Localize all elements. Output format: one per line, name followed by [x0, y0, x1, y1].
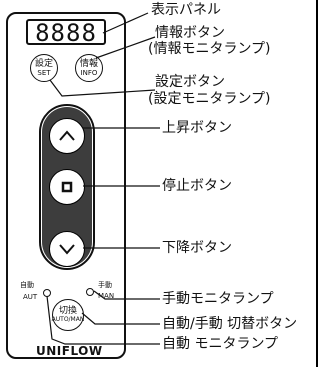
- chevron-up-icon: [59, 130, 75, 141]
- square-icon: [61, 181, 73, 193]
- set-button[interactable]: 設定 SET: [30, 54, 58, 82]
- label-display-panel: 表示パネル: [151, 2, 221, 18]
- info-button-label: 情報: [79, 58, 98, 69]
- manual-lamp-sublabel: MAN: [98, 292, 115, 300]
- display-digits: 8888: [35, 19, 97, 47]
- set-button-sublabel: SET: [37, 68, 51, 77]
- frame-border: [316, 0, 318, 367]
- uniflow-logo: UNIFLOW: [36, 344, 103, 358]
- auto-lamp-label: 自動: [20, 281, 34, 289]
- info-button-sublabel: INFO: [80, 68, 98, 77]
- leader-info: [95, 36, 156, 59]
- stop-button[interactable]: [49, 169, 85, 205]
- label-set-lamp: (設定モニタランプ): [148, 91, 271, 107]
- leader-switch: [81, 312, 160, 325]
- switch-button-label: 切換: [58, 305, 77, 316]
- label-up-button: 上昇ボタン: [162, 120, 232, 136]
- label-down-button: 下降ボタン: [162, 240, 232, 256]
- down-button[interactable]: [49, 231, 85, 267]
- switch-button-sublabel: AUTO/MAN: [51, 315, 85, 323]
- up-button[interactable]: [49, 118, 85, 154]
- chevron-down-icon: [59, 244, 75, 255]
- set-button-label: 設定: [34, 58, 53, 69]
- leader-manual-lamp: [93, 290, 160, 300]
- label-stop-button: 停止ボタン: [162, 178, 232, 194]
- label-info-button: 情報ボタン: [155, 25, 225, 41]
- label-manual-lamp: 手動モニタランプ: [162, 291, 274, 307]
- label-info-lamp: (情報モニタランプ): [148, 41, 271, 57]
- leader-auto-lamp: [46, 295, 160, 345]
- manual-monitor-lamp: [86, 288, 94, 296]
- label-switch-button: 自動/手動 切替ボタン: [162, 316, 298, 332]
- leader-set: [49, 79, 156, 97]
- auto-lamp-sublabel: AUT: [23, 293, 38, 301]
- display-panel: 8888: [26, 19, 106, 47]
- label-set-button: 設定ボタン: [155, 74, 225, 90]
- label-auto-lamp: 自動 モニタランプ: [162, 336, 279, 352]
- manual-lamp-label: 手動: [98, 281, 112, 289]
- info-button[interactable]: 情報 INFO: [75, 54, 103, 82]
- leader-display: [102, 12, 149, 34]
